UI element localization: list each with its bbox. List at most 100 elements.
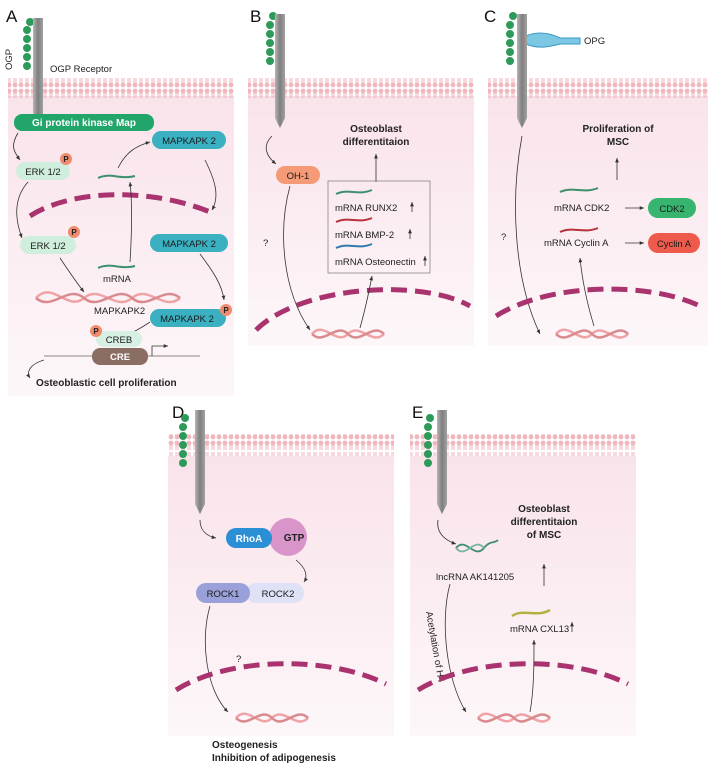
panel-c: C OPG Proliferation of MSC mRNA CDK2 CDK… <box>484 7 708 346</box>
mrna-label: mRNA <box>103 274 132 285</box>
panel-b-letter: B <box>250 7 261 26</box>
c-title-line2: MSC <box>607 137 629 148</box>
receptor-d <box>195 410 205 514</box>
dna-helix-d <box>235 712 309 723</box>
ogp-receptor <box>33 18 43 126</box>
gtp-circle <box>269 518 307 556</box>
p-badge-label: P <box>71 228 77 237</box>
b-title-line2: differentitaion <box>343 137 410 148</box>
opg-molecule <box>525 32 581 48</box>
panel-c-letter: C <box>484 7 496 26</box>
question-c: ? <box>501 232 506 243</box>
panel-a: A OGP OGP Receptor Gi protein kinase Map… <box>4 7 234 396</box>
rhoa-pill <box>226 528 272 548</box>
panel-e-letter: E <box>412 403 423 422</box>
mapkapk2-mid-pill <box>150 234 228 252</box>
mapkapk2-bottom-pill <box>150 309 226 327</box>
mrna-bmp2-strand <box>335 217 373 223</box>
mrna-osteonectin-strand <box>335 243 373 249</box>
dna-helix-c <box>555 328 629 339</box>
panel-e: E lncRNA AK141205 Osteoblast differentit… <box>410 403 636 736</box>
membrane-c <box>488 76 708 98</box>
nucleus-envelope-e <box>416 661 630 693</box>
ogp-ligand <box>23 18 34 70</box>
receptor-c <box>517 14 527 128</box>
runx2-label: mRNA RUNX2 <box>335 203 397 214</box>
question-d: ? <box>236 654 241 665</box>
mapkapk2-mid-label: MAPKAPK 2 <box>162 239 216 250</box>
oh1-label: OH-1 <box>287 171 310 182</box>
nucleus-envelope-d <box>174 661 388 693</box>
cre-pill <box>92 348 148 365</box>
ogp-ligand-e <box>424 414 434 467</box>
erk-top-label: ERK 1/2 <box>25 167 60 178</box>
p-badge <box>220 304 232 316</box>
oh1-pill <box>276 166 320 184</box>
panel-b: B OH-1 Osteoblast differentitaion mRNA R… <box>248 7 474 346</box>
dna-helix-e <box>477 712 551 723</box>
rock2-pill <box>246 583 304 603</box>
mapkapk2-top-pill <box>152 131 226 149</box>
dna-helix-a <box>35 291 181 304</box>
e-title-line2: differentitaion <box>511 517 578 528</box>
ogp-ligand-c <box>506 12 517 65</box>
mrna-box-b <box>327 180 431 274</box>
cre-label: CRE <box>110 352 130 363</box>
ogp-ligand-b <box>266 12 277 65</box>
mrna-runx2-strand <box>335 189 373 195</box>
bmp2-label: mRNA BMP-2 <box>335 230 394 241</box>
p-badge <box>68 226 80 238</box>
outcome-d-line2: Inhibition of adipogenesis <box>212 753 336 764</box>
mapkapk2-top-label: MAPKAPK 2 <box>162 136 216 147</box>
gi-protein-pill <box>14 114 154 131</box>
lncrna-label: lncRNA AK141205 <box>436 572 514 583</box>
ogp-receptor-label: OGP Receptor <box>50 64 112 75</box>
erk-bottom-pill <box>20 236 76 254</box>
cdk2-label: CDK2 <box>659 204 684 215</box>
cxl13-label: mRNA CXL13 <box>510 624 569 635</box>
mapkapk2-bottom-label: MAPKAPK 2 <box>160 314 214 325</box>
receptor-e <box>437 410 447 514</box>
nucleus-envelope-c <box>494 286 702 319</box>
panel-a-letter: A <box>6 7 18 26</box>
creb-label: CREB <box>106 335 132 346</box>
p-badge <box>90 325 102 337</box>
mrna-cyclin-strand <box>559 227 599 233</box>
mrna-strand <box>97 174 136 179</box>
cdk2-pill <box>648 198 696 218</box>
membrane-d <box>168 434 394 456</box>
erk-top-pill <box>16 162 70 180</box>
ogp-ligand-d <box>179 414 189 467</box>
mrna-cxl13-strand <box>511 608 551 618</box>
mrna-strand-nucleus <box>97 264 136 269</box>
rock2-label: ROCK2 <box>262 589 295 600</box>
lncrna-strand <box>455 539 499 553</box>
membrane-e <box>410 434 636 456</box>
e-title-line3: of MSC <box>527 530 561 541</box>
question-b: ? <box>263 238 268 249</box>
outcome-a: Osteoblastic cell proliferation <box>36 378 177 389</box>
creb-pill <box>96 331 142 347</box>
mrna-cdk2-strand <box>559 187 599 193</box>
panel-d: D GTP RhoA ROCK2 ROCK1 ? Osteogenesis In… <box>168 403 394 764</box>
cyclin-mrna-label: mRNA Cyclin A <box>544 238 609 249</box>
mapkapk2-gene-label: MAPKAPK2 <box>94 306 145 317</box>
membrane-a <box>8 76 234 98</box>
cyclin-a-pill <box>648 233 700 253</box>
receptor-b <box>275 14 285 128</box>
erk-bottom-label: ERK 1/2 <box>30 241 65 252</box>
b-title-line1: Osteoblast <box>350 124 402 135</box>
cyclin-a-label: Cyclin A <box>657 239 692 250</box>
nucleus-envelope-b <box>254 287 472 332</box>
c-title-line1: Proliferation of <box>582 124 654 135</box>
nucleus-envelope-a <box>28 192 216 219</box>
gi-protein-label: Gi protein kinase Map <box>32 118 136 129</box>
p-badge <box>60 153 72 165</box>
e-title-line1: Osteoblast <box>518 504 570 515</box>
outcome-d-line1: Osteogenesis <box>212 740 278 751</box>
gtp-label: GTP <box>284 533 305 544</box>
p-badge-label: P <box>93 327 99 336</box>
rhoa-label: RhoA <box>236 534 263 545</box>
membrane-b <box>248 76 474 98</box>
